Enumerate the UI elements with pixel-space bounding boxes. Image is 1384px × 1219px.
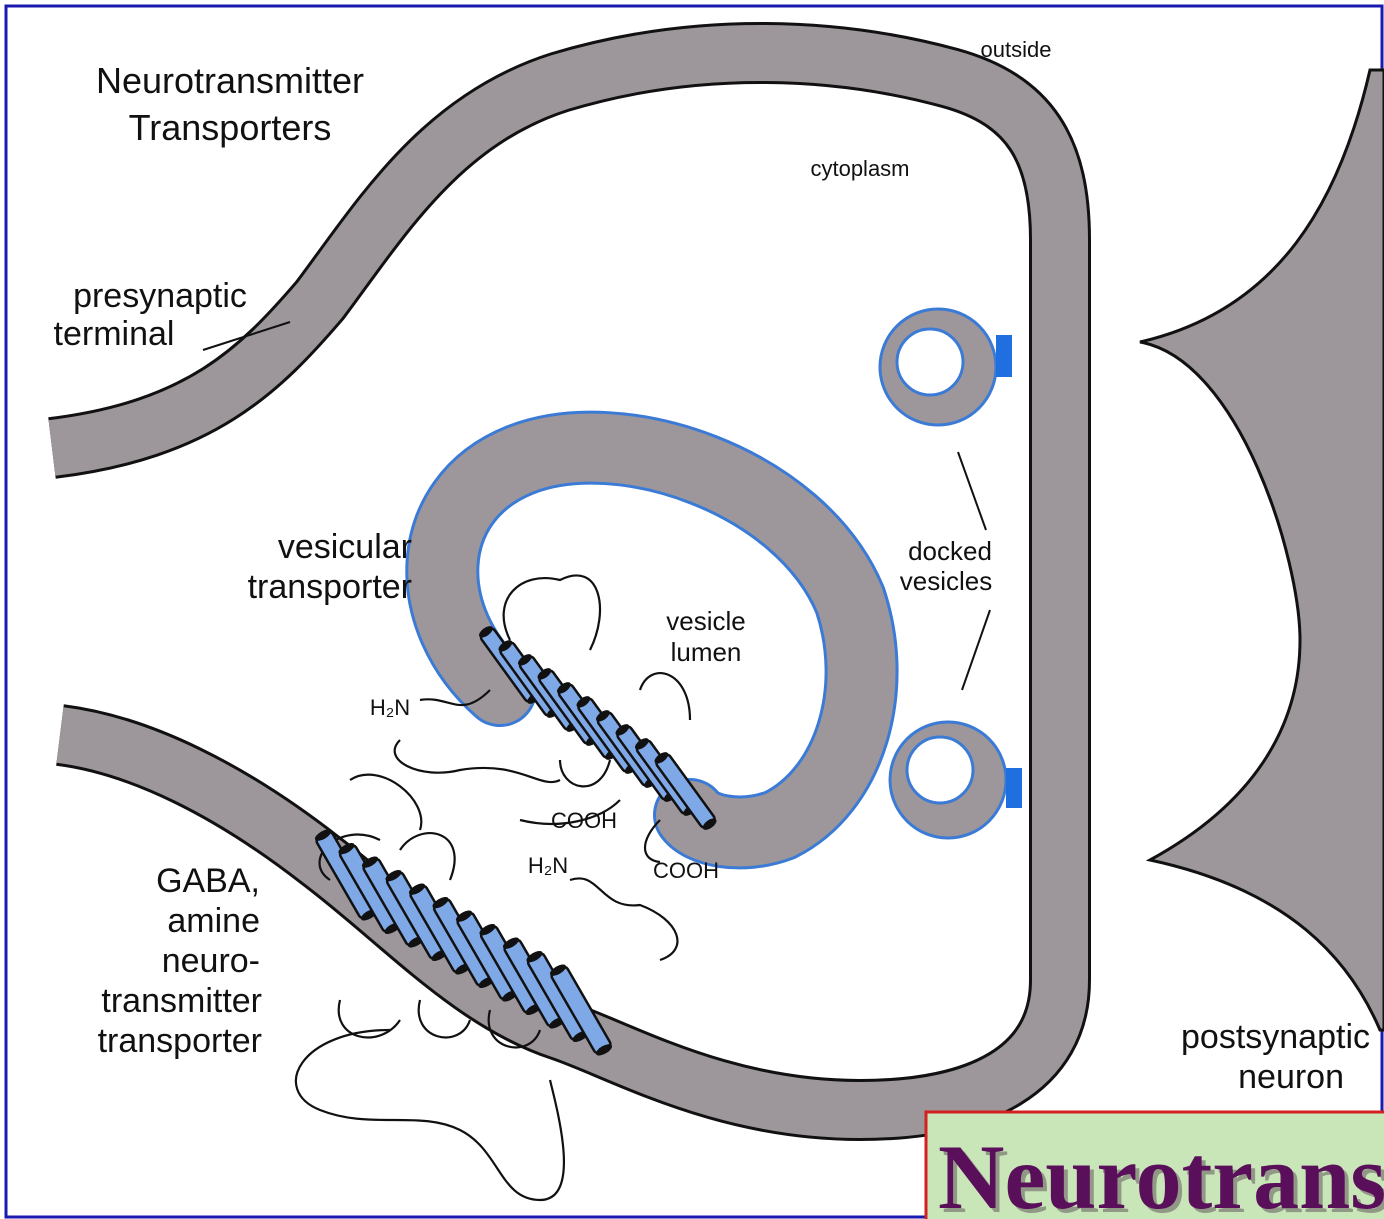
banner-text: Neurotrans [938,1126,1384,1219]
label-gaba-line2: amine [167,902,260,940]
label-outside: outside [981,37,1052,62]
label-cytoplasm: cytoplasm [810,156,909,181]
label-presynaptic-line1: presynaptic [73,277,247,315]
docked-vesicle-top [880,309,996,425]
label-presynaptic-line2: terminal [54,315,175,353]
label-vesicular-line2: transporter [248,568,412,606]
label-cooh-1: COOH [551,808,617,833]
title-banner: Neurotrans Neurotrans [926,1112,1384,1219]
label-docked-line1: docked [908,536,992,566]
label-cooh-2: COOH [653,858,719,883]
label-h2n-vesicular: H₂N [370,695,410,720]
label-lumen-line2: lumen [671,637,742,667]
title-line2: Transporters [129,107,332,148]
label-gaba-line3: neuro- [162,942,260,980]
title-line1: Neurotransmitter [96,60,364,101]
label-h2n-gaba: H₂N [528,853,568,878]
label-vesicular-line1: vesicular [278,528,412,566]
docking-site-top [996,335,1012,377]
label-postsynaptic-line2: neuron [1238,1058,1344,1096]
label-gaba-line1: GABA, [156,862,260,900]
label-gaba-line5: transporter [98,1022,262,1060]
docked-vesicle-bottom [890,722,1006,838]
label-gaba-line4: transmitter [101,982,262,1020]
label-postsynaptic-line1: postsynaptic [1181,1018,1370,1056]
label-lumen-line1: vesicle [666,606,745,636]
docking-site-bottom [1006,768,1022,808]
label-docked-line2: vesicles [900,566,992,596]
